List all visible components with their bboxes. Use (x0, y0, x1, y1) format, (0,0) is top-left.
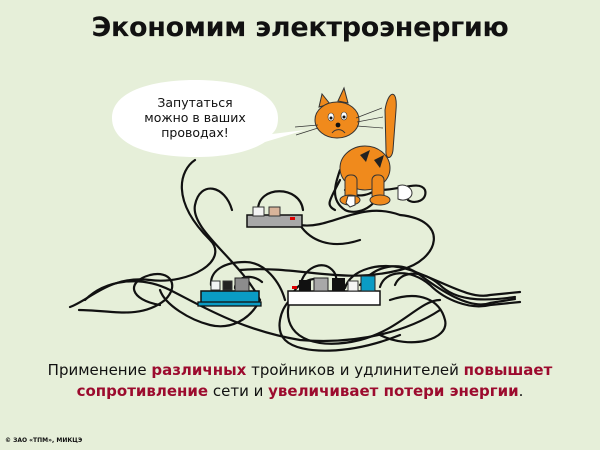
gray-power-strip (246, 206, 303, 228)
blue-power-strip (197, 277, 262, 307)
caption-highlight: сопротивление (76, 382, 209, 400)
caption-highlight: увеличивает потери энергии (268, 382, 519, 400)
slide-title: Экономим электроэнергию (91, 12, 509, 43)
white-power-strip (287, 275, 381, 306)
bubble-line: проводах! (161, 125, 229, 140)
tangled-cables-icon (68, 158, 522, 352)
caption-text: Применение различных тройников и удлинит… (40, 360, 560, 402)
caption-plain: . (518, 382, 524, 400)
copyright-footer: © ЗАО «ТПМ», МИКЦЭ (5, 437, 83, 444)
speech-bubble (112, 80, 305, 157)
tangled-cat-icon (294, 86, 413, 208)
caption-plain: сети и (208, 382, 269, 400)
speech-bubble-text: Запутаться можно в ваших проводах! (135, 95, 255, 140)
bubble-line: можно в ваших (144, 110, 246, 125)
caption-highlight: повышает (463, 361, 553, 379)
caption-highlight: различных (151, 361, 247, 379)
caption-plain: Применение (47, 361, 152, 379)
bubble-line: Запутаться (157, 95, 233, 110)
caption-plain: тройников и удлинителей (246, 361, 464, 379)
